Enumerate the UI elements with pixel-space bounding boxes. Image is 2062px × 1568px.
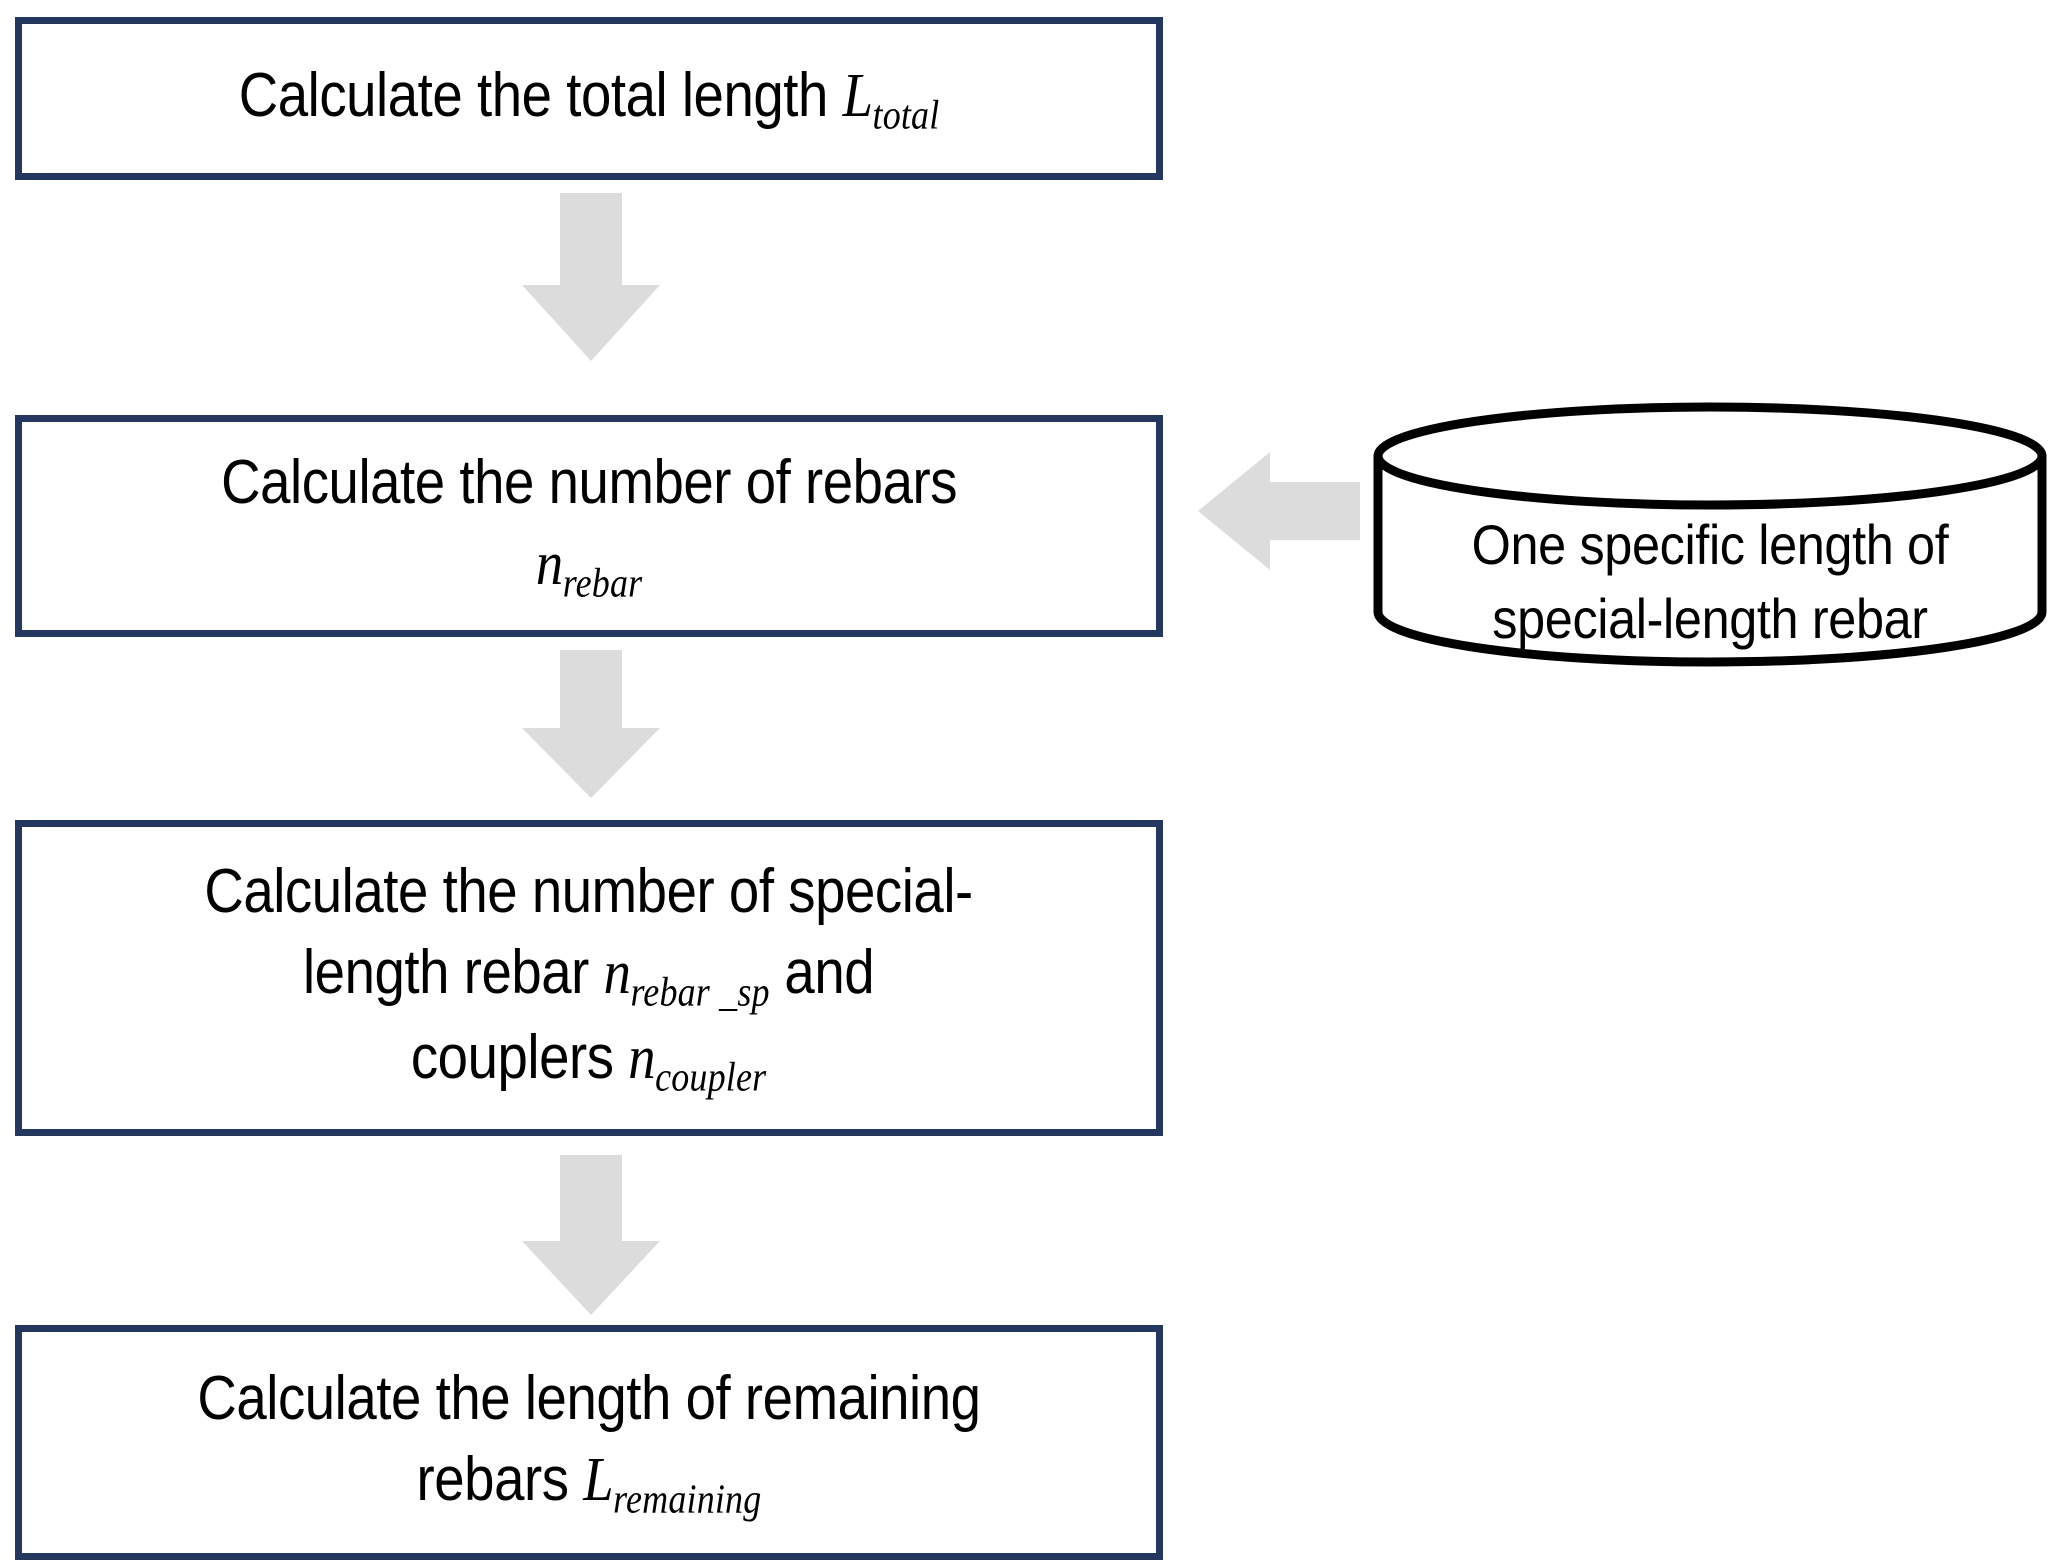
process-box-step2[interactable]: Calculate the number of rebars nrebar (15, 415, 1163, 637)
step3-line2-suffix: and (770, 937, 875, 1007)
step1-variable-base: L (842, 61, 873, 130)
step3-variable-rebar-sp-subscript: rebar _sp (630, 969, 771, 1015)
step4-line2-prefix: rebars (416, 1445, 584, 1515)
datastore-label-line1: One specific length of (1471, 513, 1949, 576)
step1-variable: Ltotal (842, 61, 940, 137)
process-box-step3[interactable]: Calculate the number of special- length … (15, 820, 1163, 1136)
step1-prefix: Calculate the total length (238, 60, 843, 130)
step1-variable-subscript: total (872, 92, 940, 138)
datastore-label: One specific length of special-length re… (1406, 508, 2014, 656)
step4-variable-base: L (583, 1446, 614, 1515)
process-box-step2-text: Calculate the number of rebars nrebar (198, 443, 980, 609)
step3-line2-prefix: length rebar (303, 937, 605, 1007)
step4-line1: Calculate the length of remaining (197, 1364, 981, 1434)
step3-line1: Calculate the number of special- (204, 857, 974, 927)
process-box-step1-text: Calculate the total length Ltotal (216, 56, 962, 141)
datastore-label-line2: special-length rebar (1492, 586, 1928, 650)
step3-variable-rebar-sp: nrebar _sp (604, 938, 770, 1014)
step3-variable-coupler-subscript: coupler (655, 1054, 767, 1100)
step2-variable-base: n (535, 529, 563, 598)
process-box-step1[interactable]: Calculate the total length Ltotal (15, 17, 1163, 180)
step3-variable-coupler-base: n (628, 1024, 656, 1093)
cylinder-shape (1373, 402, 2047, 667)
step4-variable-subscript: remaining (613, 1476, 762, 1522)
step2-variable: nrebar (535, 529, 642, 605)
arrow-step3-to-step4 (522, 1155, 660, 1315)
process-box-step3-text: Calculate the number of special- length … (182, 852, 996, 1104)
step3-variable-coupler: ncoupler (628, 1024, 767, 1099)
datastore-cylinder[interactable]: One specific length of special-length re… (1372, 400, 2048, 668)
step3-line3-prefix: couplers (411, 1023, 629, 1093)
step2-line1: Calculate the number of rebars (221, 447, 957, 517)
arrow-step2-to-step3 (522, 650, 660, 798)
arrow-step1-to-step2 (522, 193, 660, 361)
step4-variable: Lremaining (583, 1446, 761, 1521)
step3-variable-rebar-sp-base: n (604, 938, 631, 1007)
process-box-step4-text: Calculate the length of remaining rebars… (175, 1359, 1004, 1525)
arrow-datastore-to-step2 (1198, 452, 1360, 570)
process-box-step4[interactable]: Calculate the length of remaining rebars… (15, 1325, 1163, 1560)
step2-variable-subscript: rebar (562, 559, 643, 605)
